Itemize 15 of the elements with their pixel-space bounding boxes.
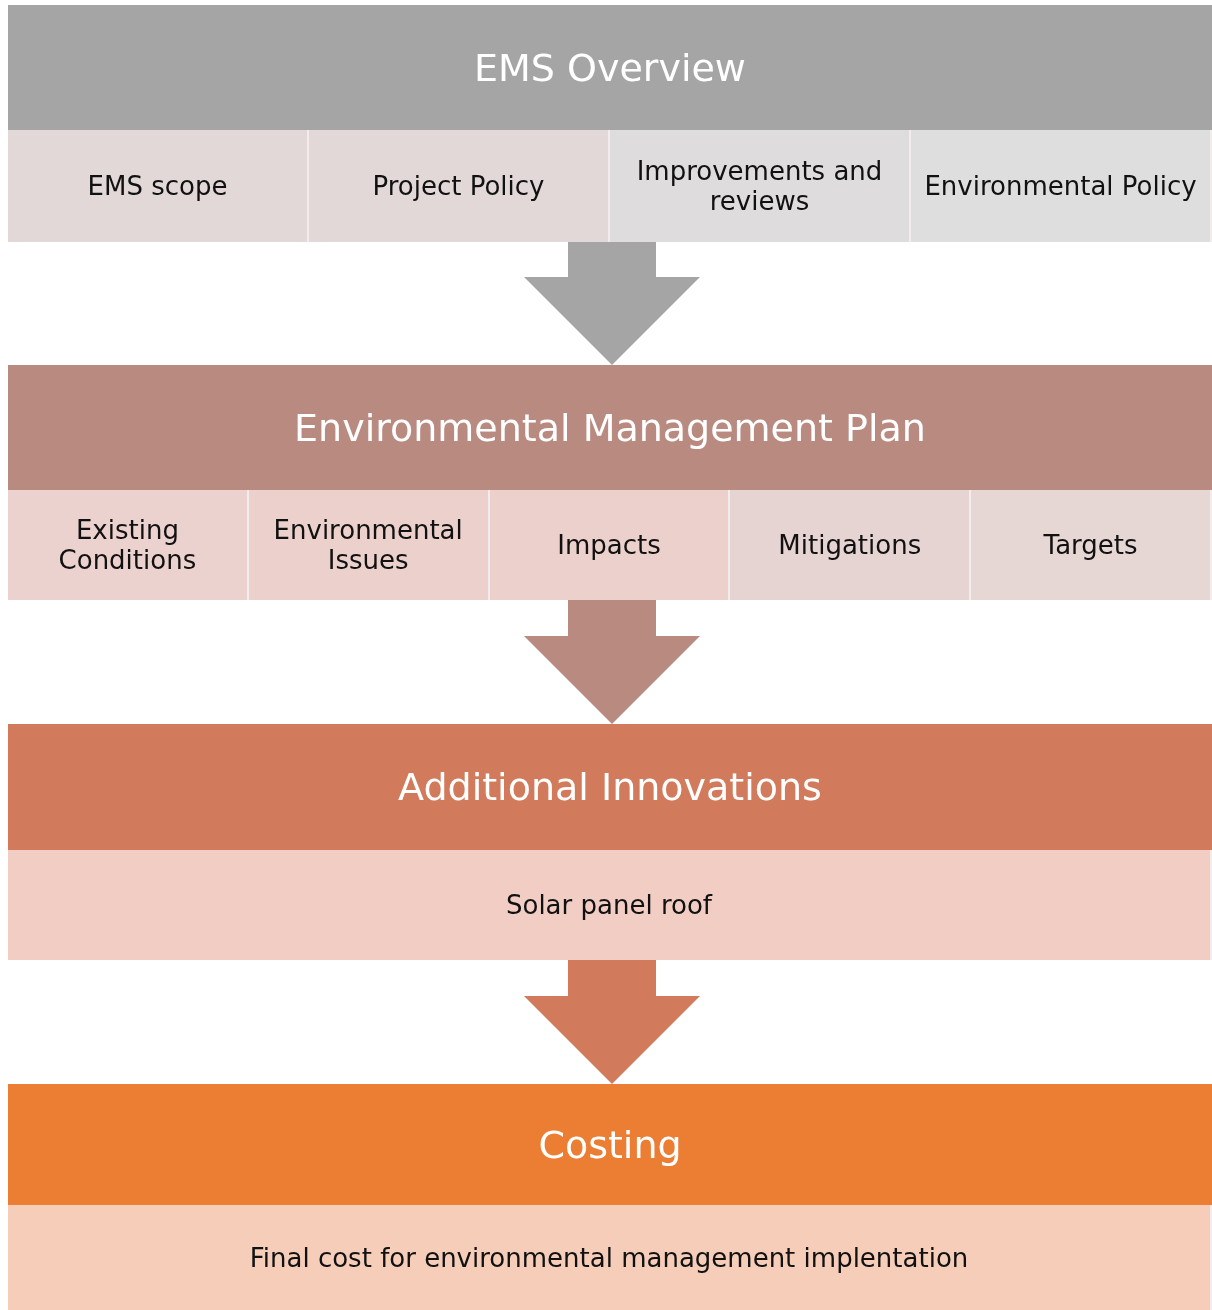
- section-title: EMS Overview: [8, 5, 1212, 130]
- section-panel: [8, 5, 1212, 242]
- section-title: Costing: [8, 1084, 1212, 1205]
- block-arrow: [524, 960, 700, 1084]
- category-cell: Mitigations: [730, 490, 972, 600]
- section-title: Environmental Management Plan: [8, 365, 1212, 490]
- category-cell: Targets: [971, 490, 1212, 600]
- section-panel: [8, 724, 1212, 960]
- category-cell: Improvements and reviews: [610, 130, 911, 242]
- block-arrow: [524, 600, 700, 724]
- block-arrow: [524, 242, 700, 365]
- section-panel: [8, 1084, 1212, 1310]
- section-panel: [8, 365, 1212, 600]
- category-cell: Environmental Policy: [911, 130, 1212, 242]
- section-title: Additional Innovations: [8, 724, 1212, 850]
